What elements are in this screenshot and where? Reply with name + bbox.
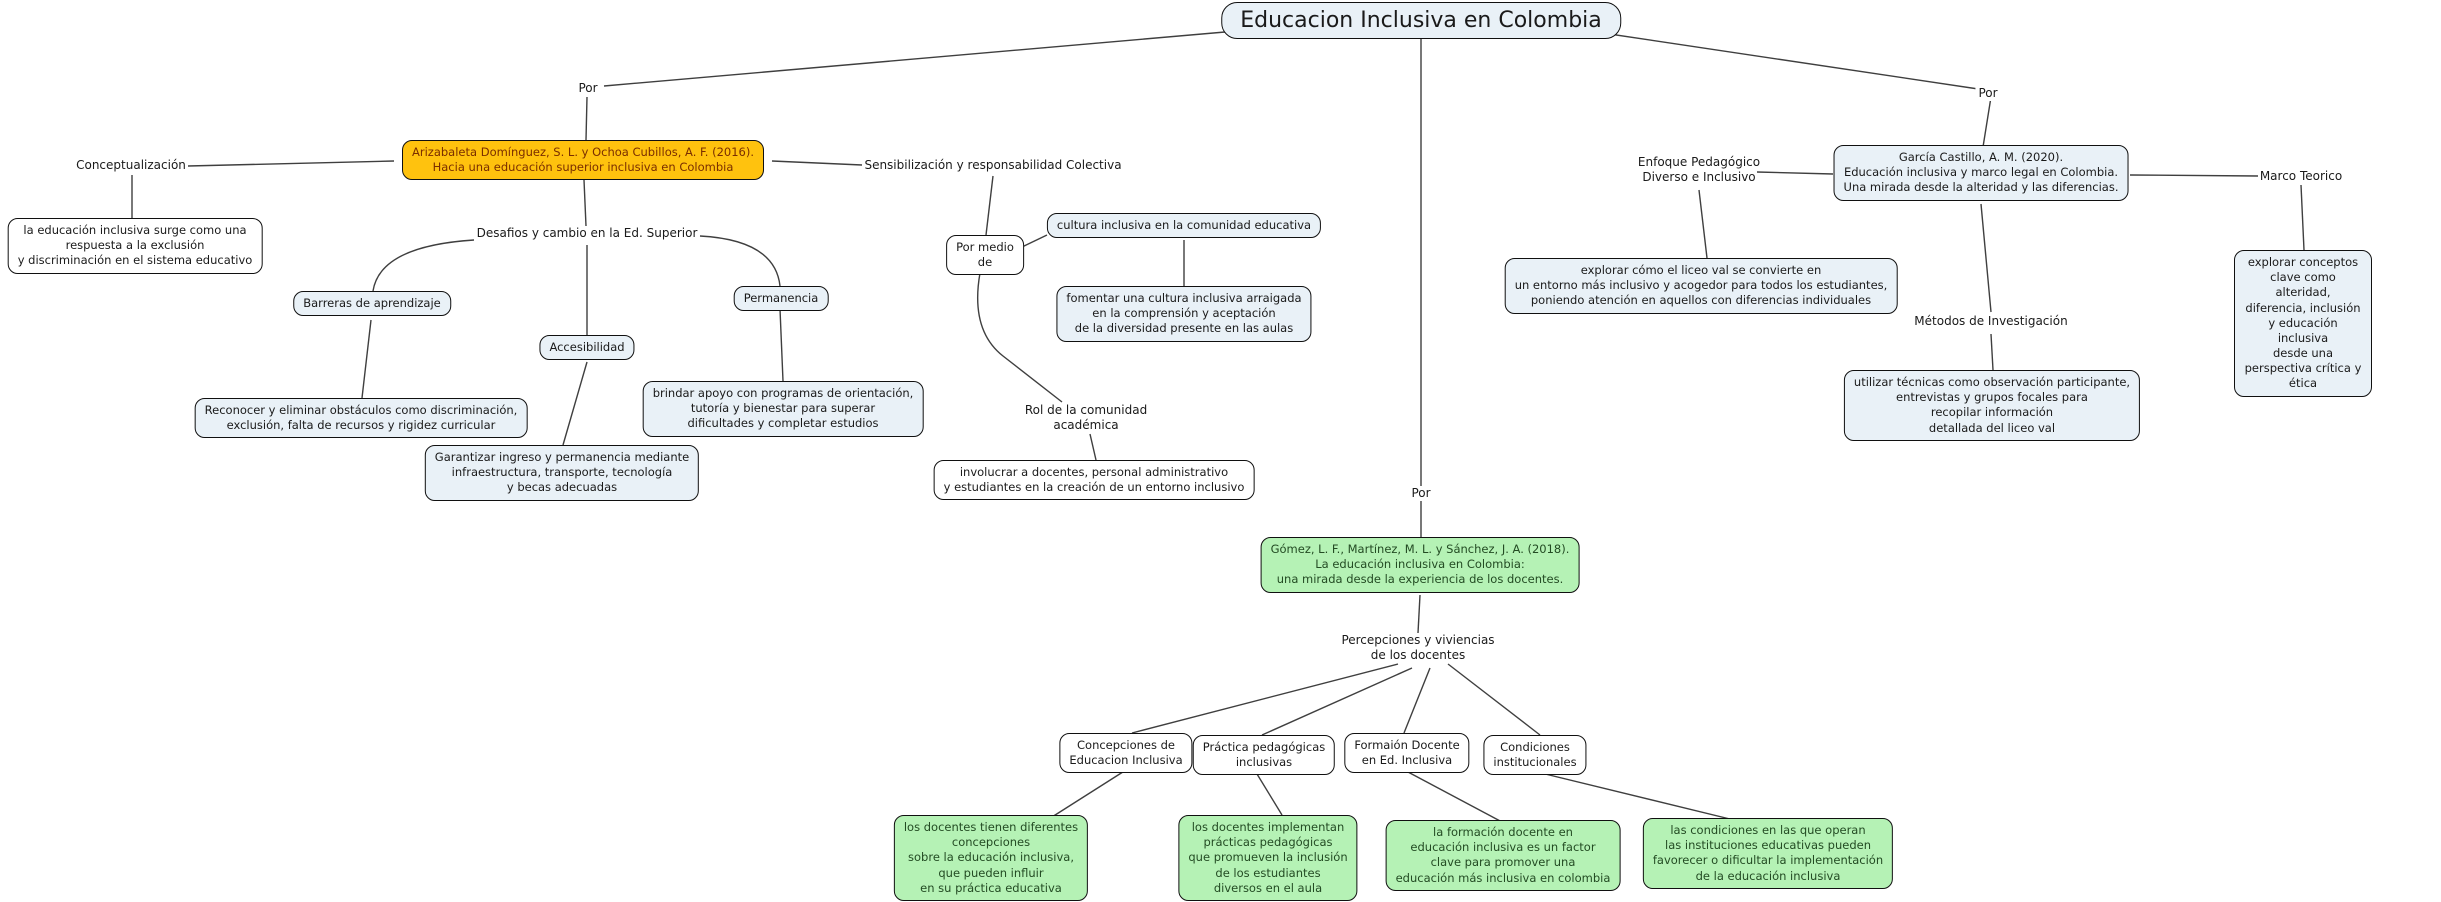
- label-rol-comunidad[interactable]: Rol de la comunidad académica: [1024, 403, 1148, 433]
- node-metodos-detail[interactable]: utilizar técnicas como observación parti…: [1843, 370, 2141, 441]
- label-percepciones[interactable]: Percepciones y viviencias de los docente…: [1341, 633, 1495, 663]
- connector-line: [1256, 773, 1283, 816]
- connector-line: [779, 308, 784, 382]
- node-permanencia[interactable]: Permanencia: [733, 286, 829, 312]
- connector-line: [1990, 333, 1994, 371]
- connector-line: [603, 29, 1249, 87]
- connector-line: [1595, 31, 1986, 91]
- connector-line: [1756, 171, 1834, 175]
- link-por-left[interactable]: Por: [575, 81, 601, 97]
- node-por-medio-de[interactable]: Por medio de: [946, 235, 1024, 276]
- node-concepciones-detail[interactable]: los docentes tienen diferentes concepcio…: [893, 815, 1089, 901]
- node-barreras[interactable]: Barreras de aprendizaje: [293, 291, 451, 317]
- node-formacion[interactable]: Formaión Docente en Ed. Inclusiva: [1344, 733, 1470, 774]
- connector-line: [1403, 667, 1431, 734]
- connector-line: [1980, 203, 1992, 313]
- node-practica-detail[interactable]: los docentes implementan prácticas pedag…: [1178, 815, 1358, 901]
- connector-line: [361, 319, 372, 399]
- node-conceptualizacion-detail[interactable]: la educación inclusiva surge como una re…: [7, 218, 263, 274]
- connector-line: [1982, 96, 1992, 148]
- label-enfoque[interactable]: Enfoque Pedagógico Diverso e Inclusivo: [1637, 155, 1761, 185]
- connector-line: [583, 179, 587, 227]
- node-practica[interactable]: Práctica pedagógicas inclusivas: [1192, 735, 1336, 776]
- node-accesibilidad[interactable]: Accesibilidad: [539, 335, 635, 361]
- node-cultura-inclusiva[interactable]: cultura inclusiva en la comunidad educat…: [1046, 213, 1322, 239]
- connector-line: [1447, 663, 1541, 736]
- label-conceptualizacion[interactable]: Conceptualización: [76, 158, 186, 172]
- connector-line: [1131, 663, 1399, 734]
- connector-line: [1417, 594, 1421, 634]
- connector-line: [977, 272, 1063, 403]
- connector-line: [1051, 769, 1127, 818]
- connector-line: [372, 239, 475, 292]
- node-accesibilidad-detail[interactable]: Garantizar ingreso y permanencia mediant…: [424, 445, 700, 501]
- connector-line: [1021, 234, 1048, 248]
- node-permanencia-detail[interactable]: brindar apoyo con programas de orientaci…: [642, 381, 924, 437]
- node-condiciones-detail[interactable]: las condiciones en las que operan las in…: [1642, 818, 1894, 889]
- connector-line: [2129, 174, 2259, 177]
- label-metodos[interactable]: Métodos de Investigación: [1914, 314, 2068, 328]
- connector-line: [1089, 433, 1097, 461]
- connector-line: [985, 175, 994, 236]
- map-title-node[interactable]: Educacion Inclusiva en Colombia: [1221, 2, 1621, 40]
- node-cultura-detail[interactable]: fomentar una cultura inclusiva arraigada…: [1056, 286, 1312, 342]
- connector-line: [1698, 189, 1708, 259]
- citation-garcia[interactable]: García Castillo, A. M. (2020). Educación…: [1833, 145, 2129, 201]
- node-formacion-detail[interactable]: la formación docente en educación inclus…: [1385, 820, 1621, 891]
- connector-line: [1261, 667, 1413, 736]
- connector-line: [562, 361, 588, 446]
- connector-line: [699, 235, 781, 287]
- link-por-center[interactable]: Por: [1408, 486, 1434, 502]
- connector-line: [2300, 184, 2305, 251]
- connector-line: [1407, 771, 1503, 823]
- node-barreras-detail[interactable]: Reconocer y eliminar obstáculos como dis…: [194, 398, 528, 439]
- connector-line: [771, 160, 863, 166]
- connector-line: [187, 160, 395, 167]
- citation-gomez[interactable]: Gómez, L. F., Martínez, M. L. y Sánchez,…: [1260, 537, 1580, 593]
- label-sensibilizacion[interactable]: Sensibilización y responsabilidad Colect…: [864, 158, 1122, 172]
- node-concepciones[interactable]: Concepciones de Educacion Inclusiva: [1059, 733, 1193, 774]
- node-marco-detail[interactable]: explorar conceptos clave como alteridad,…: [2234, 250, 2372, 397]
- citation-arizabaleta[interactable]: Arizabaleta Domínguez, S. L. y Ochoa Cub…: [402, 140, 764, 181]
- node-condiciones[interactable]: Condiciones institucionales: [1483, 735, 1587, 776]
- node-enfoque-detail[interactable]: explorar cómo el liceo val se convierte …: [1504, 258, 1898, 314]
- label-desafios[interactable]: Desafios y cambio en la Ed. Superior: [476, 226, 698, 240]
- connector-line: [1536, 771, 1735, 821]
- connector-line: [585, 96, 588, 141]
- link-por-right[interactable]: Por: [1975, 86, 2001, 102]
- node-rol-detail[interactable]: involucrar a docentes, personal administ…: [933, 460, 1255, 501]
- label-marco-teorico[interactable]: Marco Teorico: [2259, 169, 2343, 183]
